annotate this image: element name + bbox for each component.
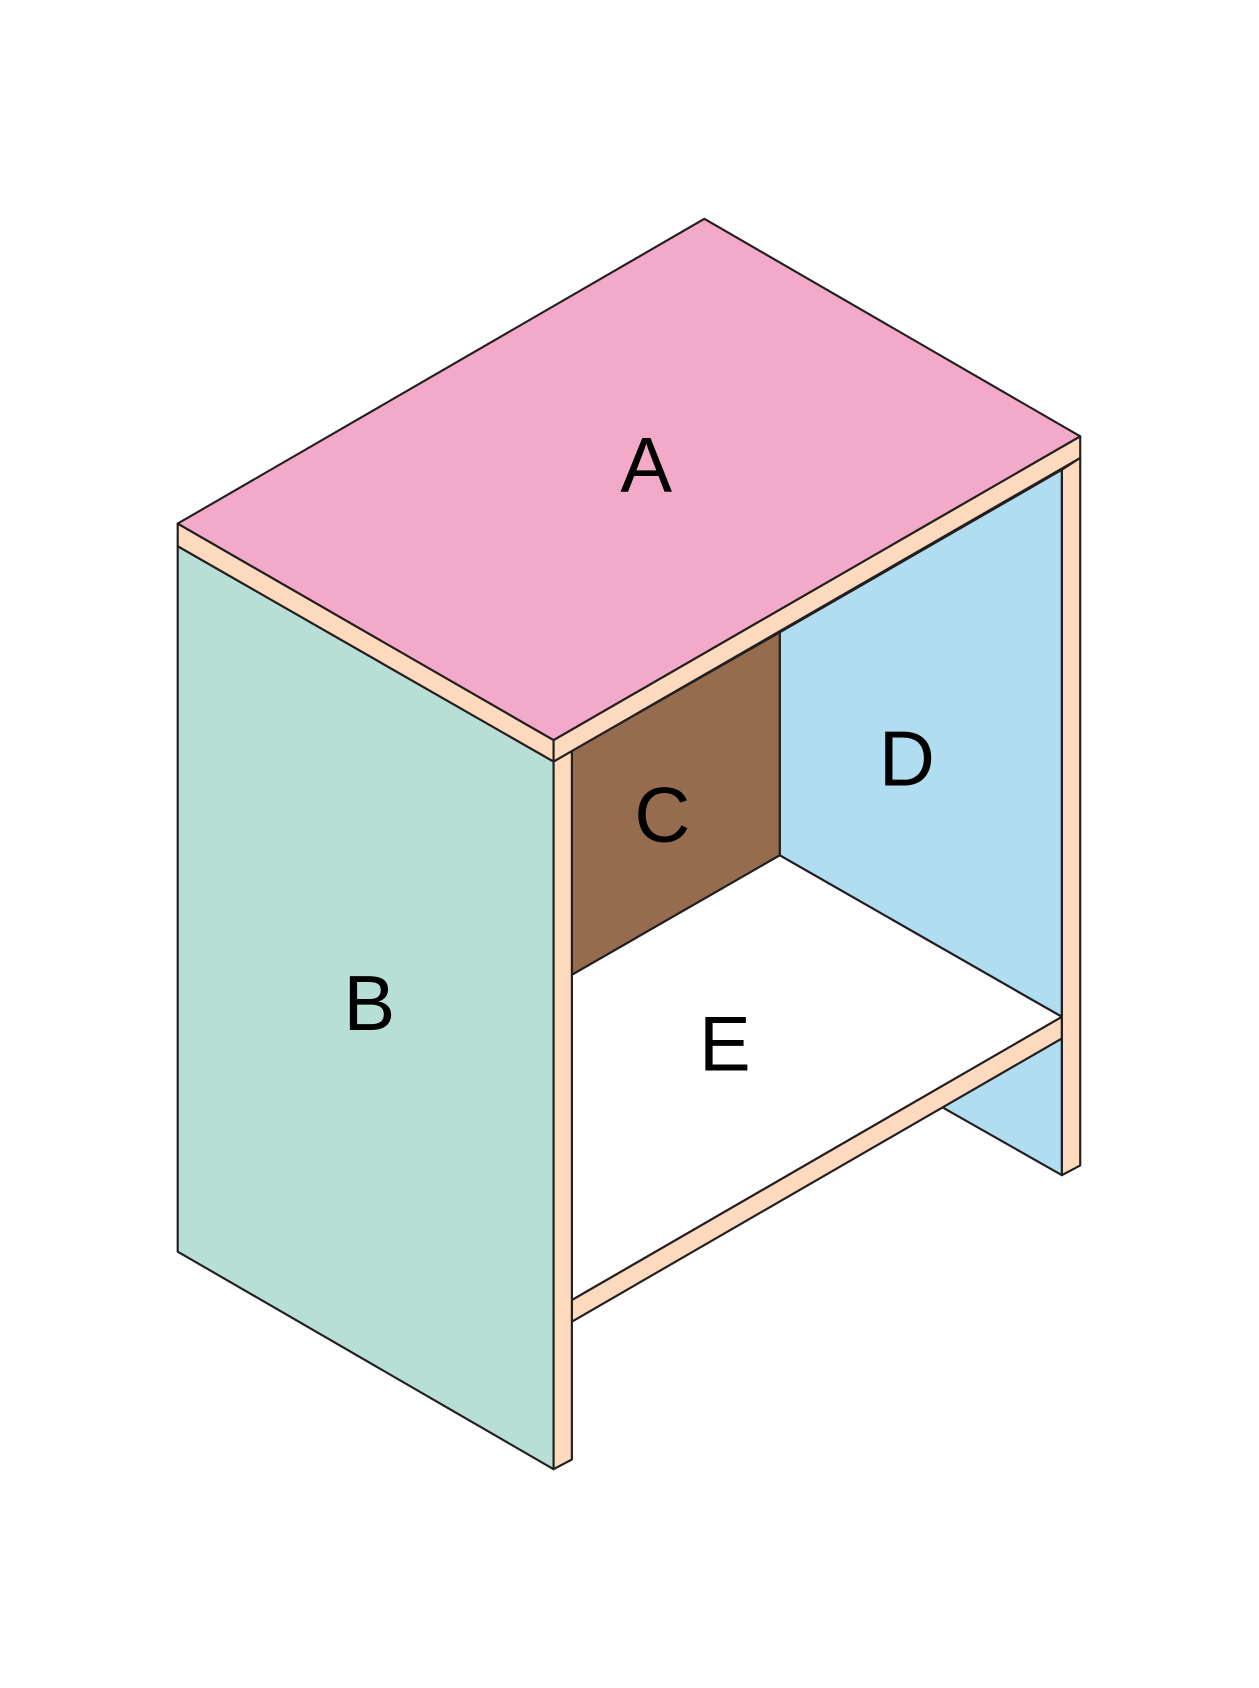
right-panel-edge <box>1060 456 1082 1177</box>
left-panel-edge <box>552 749 573 1471</box>
label-d: D <box>879 716 935 802</box>
label-b: B <box>344 961 396 1047</box>
panel-a <box>176 217 1082 742</box>
label-c: C <box>634 772 690 858</box>
label-e: E <box>699 1002 751 1088</box>
label-a: A <box>620 422 672 508</box>
